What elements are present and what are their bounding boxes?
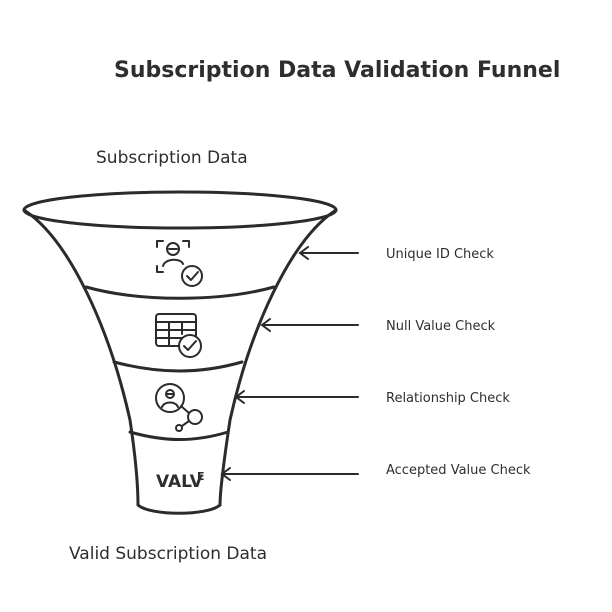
stage-label-unique-id: Unique ID Check bbox=[386, 247, 494, 262]
output-label: Valid Subscription Data bbox=[69, 544, 267, 564]
valve-text-icon: VALV E bbox=[156, 470, 205, 492]
user-connection-icon bbox=[155, 383, 203, 432]
arrow-accepted-value bbox=[220, 467, 359, 481]
diagram-title: Subscription Data Validation Funnel bbox=[114, 58, 560, 83]
arrow-null-value bbox=[260, 318, 359, 332]
user-id-check-icon bbox=[156, 240, 203, 287]
valve-text-superscript: E bbox=[197, 470, 205, 483]
arrow-unique-id bbox=[298, 246, 359, 260]
stage-arrows bbox=[220, 246, 359, 481]
input-label: Subscription Data bbox=[96, 148, 248, 168]
arrow-relationship bbox=[234, 390, 359, 404]
stage-label-null-value: Null Value Check bbox=[386, 319, 496, 334]
stage-label-accepted-value: Accepted Value Check bbox=[386, 463, 531, 478]
stage-label-relationship: Relationship Check bbox=[386, 391, 510, 406]
funnel-shape bbox=[22, 190, 338, 515]
table-check-icon bbox=[155, 313, 202, 358]
valve-text: VALV bbox=[156, 472, 204, 492]
